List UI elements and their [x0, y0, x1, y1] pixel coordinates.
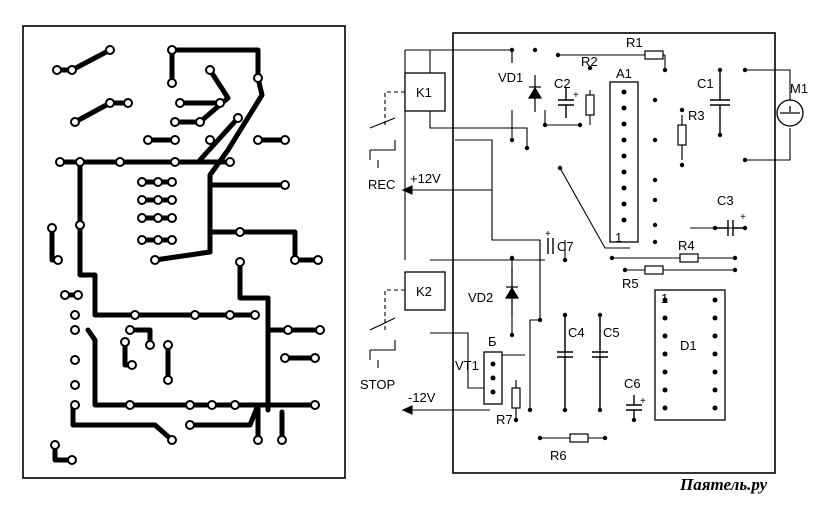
- label-vd2: VD2: [468, 290, 493, 305]
- capacitor-c2: [558, 88, 574, 118]
- resistor-r1: [644, 50, 664, 60]
- label-c2: C2: [554, 76, 571, 91]
- label-c7: C7: [557, 239, 574, 254]
- board-outline: [452, 32, 776, 474]
- connector-a1: [609, 81, 639, 243]
- resistor-r6: [569, 433, 589, 443]
- label-c1: C1: [697, 76, 714, 91]
- component-layout: + + + +: [360, 32, 808, 474]
- label-a1: A1: [616, 66, 632, 81]
- capacitor-c5: [592, 315, 608, 410]
- capacitor-c3: [715, 220, 745, 236]
- diode-vd1: [527, 75, 543, 112]
- label-rec: REC: [368, 177, 395, 192]
- pcb-trace-layout: [22, 25, 346, 479]
- relay-contacts: [369, 91, 405, 368]
- svg-text:+: +: [740, 212, 746, 223]
- svg-text:+: +: [573, 90, 579, 101]
- capacitor-polarity: + + + +: [545, 90, 746, 407]
- label-c6: C6: [624, 376, 641, 391]
- resistor-r7: [511, 387, 521, 409]
- capacitor-c6: [626, 395, 642, 420]
- label-c4: C4: [568, 325, 585, 340]
- resistor-r5: [644, 265, 664, 275]
- label-r2: R2: [581, 54, 598, 69]
- relay-k2-box: [404, 271, 446, 311]
- supply-arrows: [401, 185, 492, 415]
- resistor-r4: [679, 253, 699, 263]
- label-c3: C3: [717, 193, 734, 208]
- solder-points: [509, 47, 748, 441]
- capacitors: [547, 70, 745, 420]
- label-b: Б: [488, 334, 497, 349]
- label-d1: D1: [680, 338, 697, 353]
- pcb-board-outline: [22, 25, 346, 479]
- resistors: [511, 50, 699, 443]
- label-r6: R6: [550, 448, 567, 463]
- ic-d1: [654, 289, 726, 421]
- label-m1: M1: [790, 81, 808, 96]
- resistor-r2: [585, 94, 595, 116]
- label-minus12v: -12V: [408, 390, 436, 405]
- svg-text:+: +: [545, 229, 551, 240]
- label-r4: R4: [678, 238, 695, 253]
- label-a1-pin1: 1: [615, 230, 622, 245]
- capacitor-c1: [710, 70, 730, 135]
- component-labels: R1 R2 R3 R4 R5 R6 R7 C1 C2 C3 C4 C5 C6 C…: [360, 35, 808, 463]
- label-r1: R1: [626, 35, 643, 50]
- label-r7: R7: [496, 412, 513, 427]
- transistor-vt1: [483, 351, 503, 405]
- pcb-pads: [47, 45, 325, 465]
- watermark: Паятель.ру: [679, 475, 768, 494]
- label-c5: C5: [603, 325, 620, 340]
- label-plus12v: +12V: [410, 171, 441, 186]
- label-r5: R5: [622, 276, 639, 291]
- label-vd1: VD1: [498, 70, 523, 85]
- label-vt1: VT1: [455, 358, 479, 373]
- pcb-traces: [49, 47, 323, 463]
- capacitor-c4: [557, 315, 573, 410]
- label-r3: R3: [688, 108, 705, 123]
- label-k1: K1: [416, 85, 432, 100]
- label-d1-pin1: 1: [661, 291, 668, 306]
- svg-text:+: +: [640, 396, 646, 407]
- diode-vd2: [504, 268, 520, 315]
- motor-m1: [776, 99, 804, 127]
- resistor-r3: [677, 124, 687, 146]
- capacitor-c7: [547, 238, 554, 254]
- label-k2: K2: [416, 284, 432, 299]
- label-stop: STOP: [360, 377, 395, 392]
- wiring: [404, 49, 791, 439]
